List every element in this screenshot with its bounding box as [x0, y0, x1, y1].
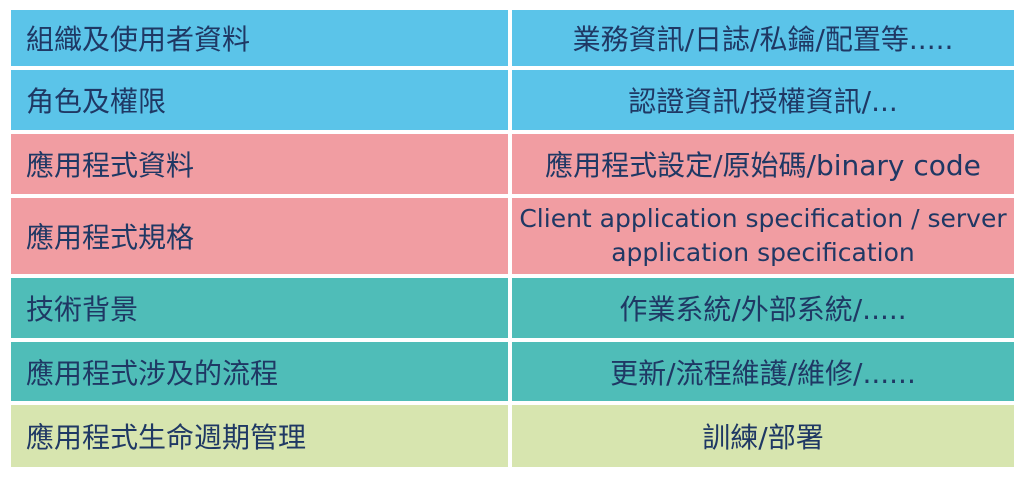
row-detail-cell: 認證資訊/授權資訊/...: [512, 70, 1014, 130]
detail-label: Client application specification / serve…: [519, 204, 1007, 267]
category-label: 應用程式資料: [26, 149, 195, 182]
row-detail-cell: 業務資訊/日誌/私鑰/配置等.....: [512, 10, 1014, 66]
table-row: 應用程式資料 應用程式設定/原始碼/binary code: [11, 134, 1014, 194]
row-detail-cell: 應用程式設定/原始碼/binary code: [512, 134, 1014, 194]
detail-label: 作業系統/外部系統/.....: [619, 293, 907, 326]
category-label: 應用程式涉及的流程: [26, 356, 279, 390]
table-row: 應用程式規格 Client application specification …: [11, 198, 1014, 274]
row-category-cell: 應用程式生命週期管理: [11, 405, 508, 467]
category-label: 角色及權限: [26, 85, 167, 118]
detail-label: 更新/流程維護/維修/......: [610, 356, 916, 390]
category-label: 應用程式規格: [26, 221, 195, 254]
category-label: 技術背景: [26, 293, 139, 326]
row-category-cell: 技術背景: [11, 278, 508, 338]
row-category-cell: 應用程式涉及的流程: [11, 342, 508, 401]
category-label: 組織及使用者資料: [26, 23, 251, 56]
row-detail-cell: 更新/流程維護/維修/......: [512, 342, 1014, 401]
table-row: 應用程式涉及的流程 更新/流程維護/維修/......: [11, 342, 1014, 401]
table-row: 應用程式生命週期管理 訓練/部署: [11, 405, 1014, 467]
row-detail-cell: 訓練/部署: [512, 405, 1014, 467]
row-category-cell: 應用程式規格: [11, 198, 508, 274]
data-classification-table: 組織及使用者資料 業務資訊/日誌/私鑰/配置等..... 角色及權限 認證資訊/…: [11, 10, 1014, 467]
row-category-cell: 應用程式資料: [11, 134, 508, 194]
table-row: 技術背景 作業系統/外部系統/.....: [11, 278, 1014, 338]
row-detail-cell: 作業系統/外部系統/.....: [512, 278, 1014, 338]
row-category-cell: 組織及使用者資料: [11, 10, 508, 66]
table-row: 角色及權限 認證資訊/授權資訊/...: [11, 70, 1014, 130]
category-label: 應用程式生命週期管理: [26, 421, 307, 454]
detail-label: 應用程式設定/原始碼/binary code: [545, 149, 981, 182]
row-detail-cell: Client application specification / serve…: [512, 198, 1014, 274]
detail-label: 認證資訊/授權資訊/...: [628, 85, 898, 118]
detail-label: 訓練/部署: [702, 421, 824, 454]
row-category-cell: 角色及權限: [11, 70, 508, 130]
table-row: 組織及使用者資料 業務資訊/日誌/私鑰/配置等.....: [11, 10, 1014, 66]
detail-label: 業務資訊/日誌/私鑰/配置等.....: [572, 23, 954, 56]
